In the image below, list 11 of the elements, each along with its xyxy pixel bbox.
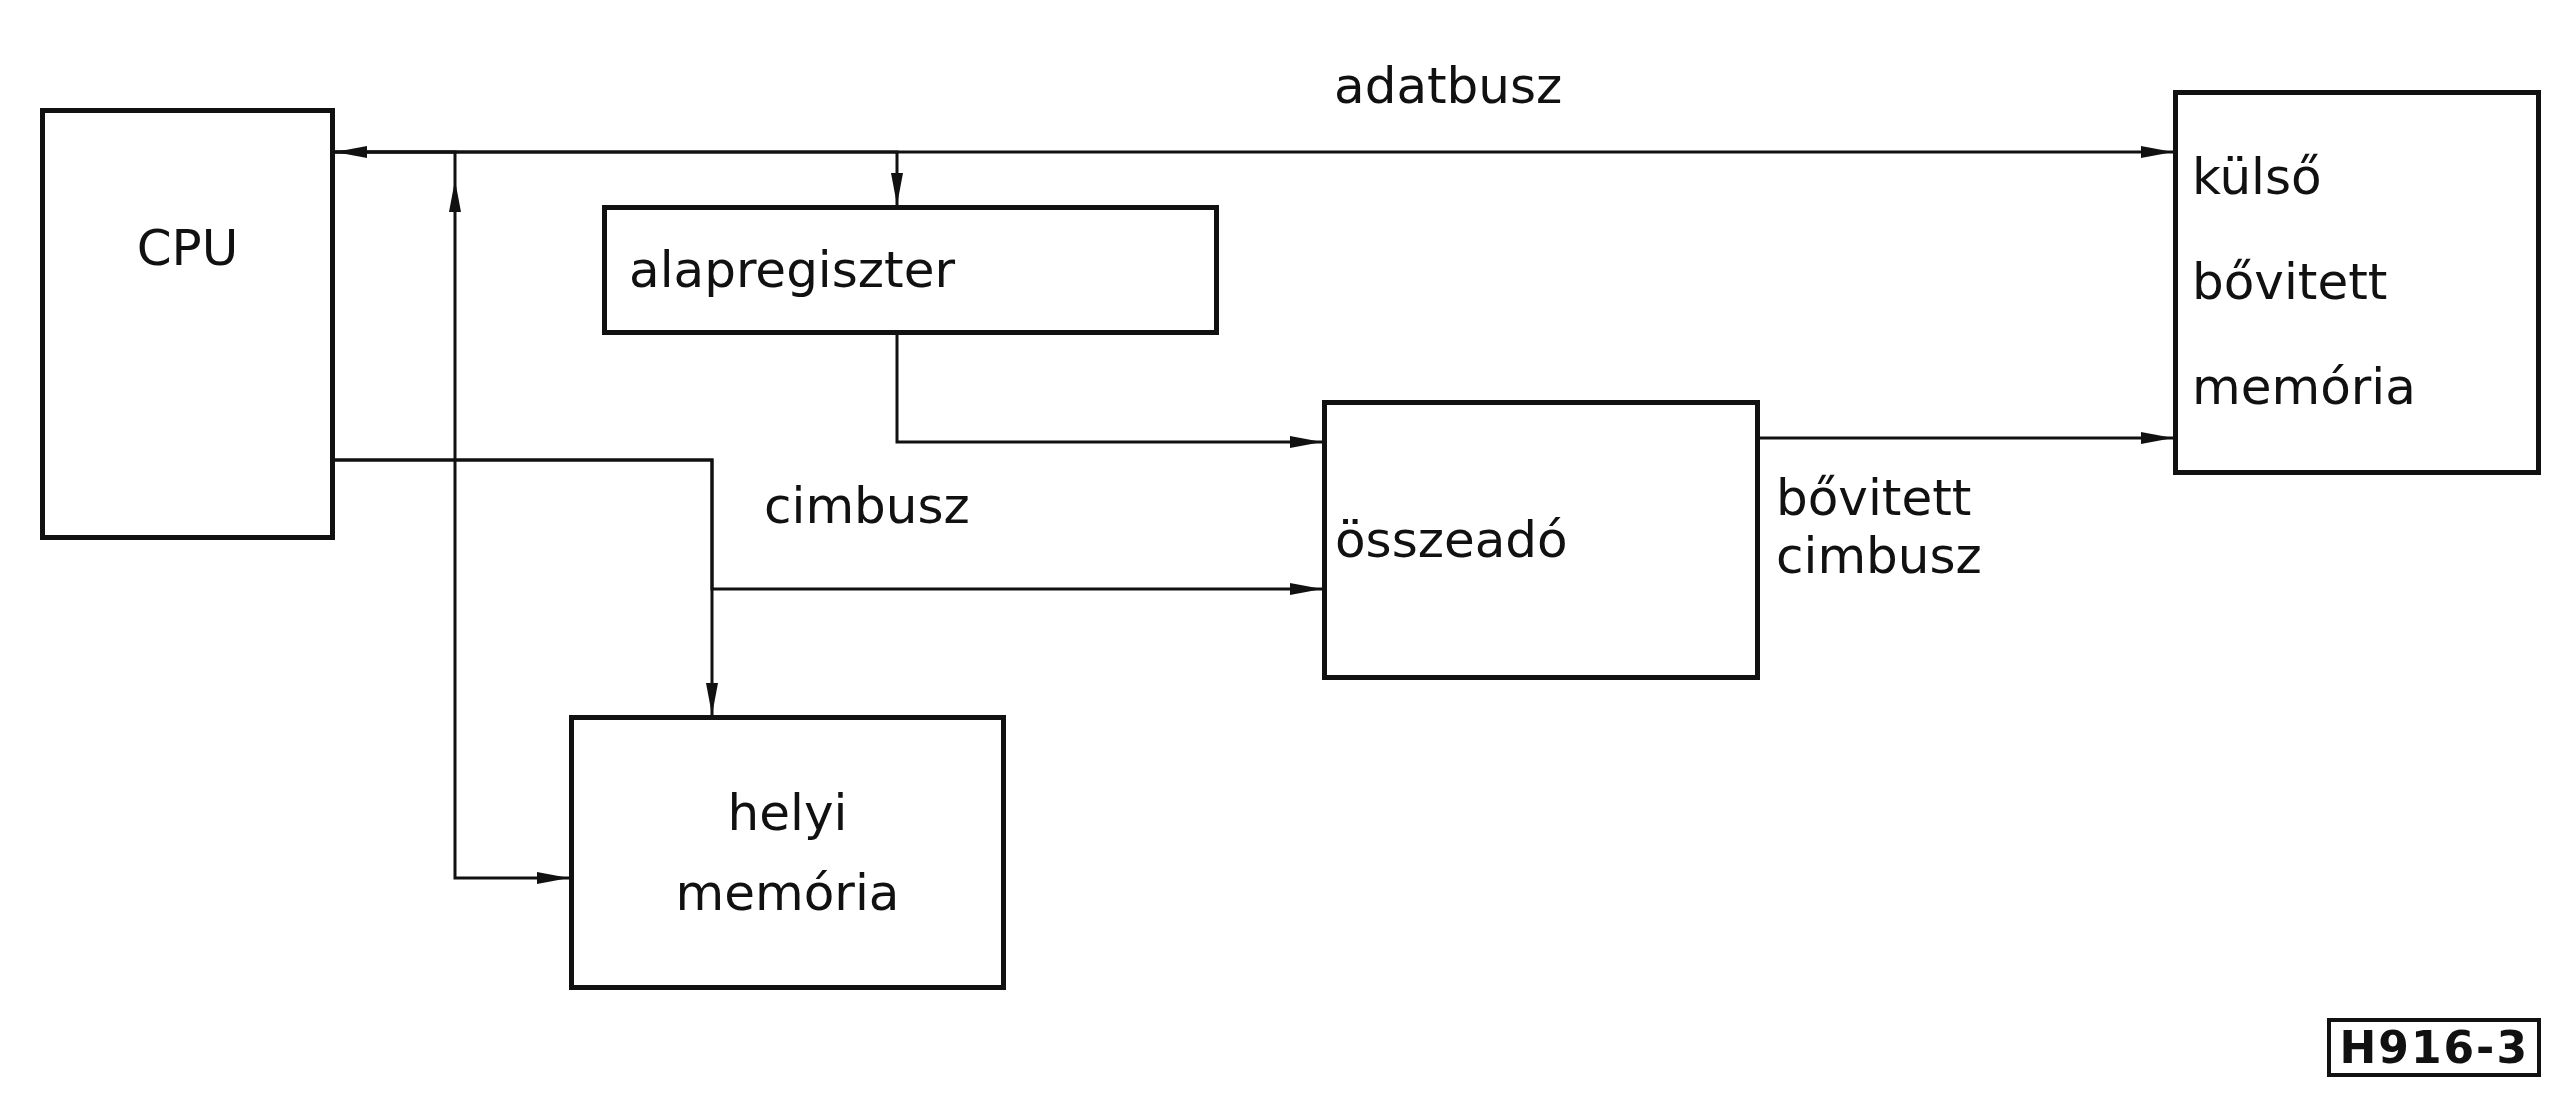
box-label: összeadó [1335,510,1568,570]
box-label: külső bővitett memória [2192,147,2417,418]
block-box [569,715,1006,990]
figure-code: H916-3 [2327,1018,2541,1077]
box-label: CPU [136,218,239,278]
block-box [602,205,1219,335]
box-label: alapregiszter [629,240,955,300]
block-box [1322,400,1760,680]
block-box [2173,90,2541,475]
block-box [40,108,335,540]
box-label: helyi memória [674,782,901,924]
